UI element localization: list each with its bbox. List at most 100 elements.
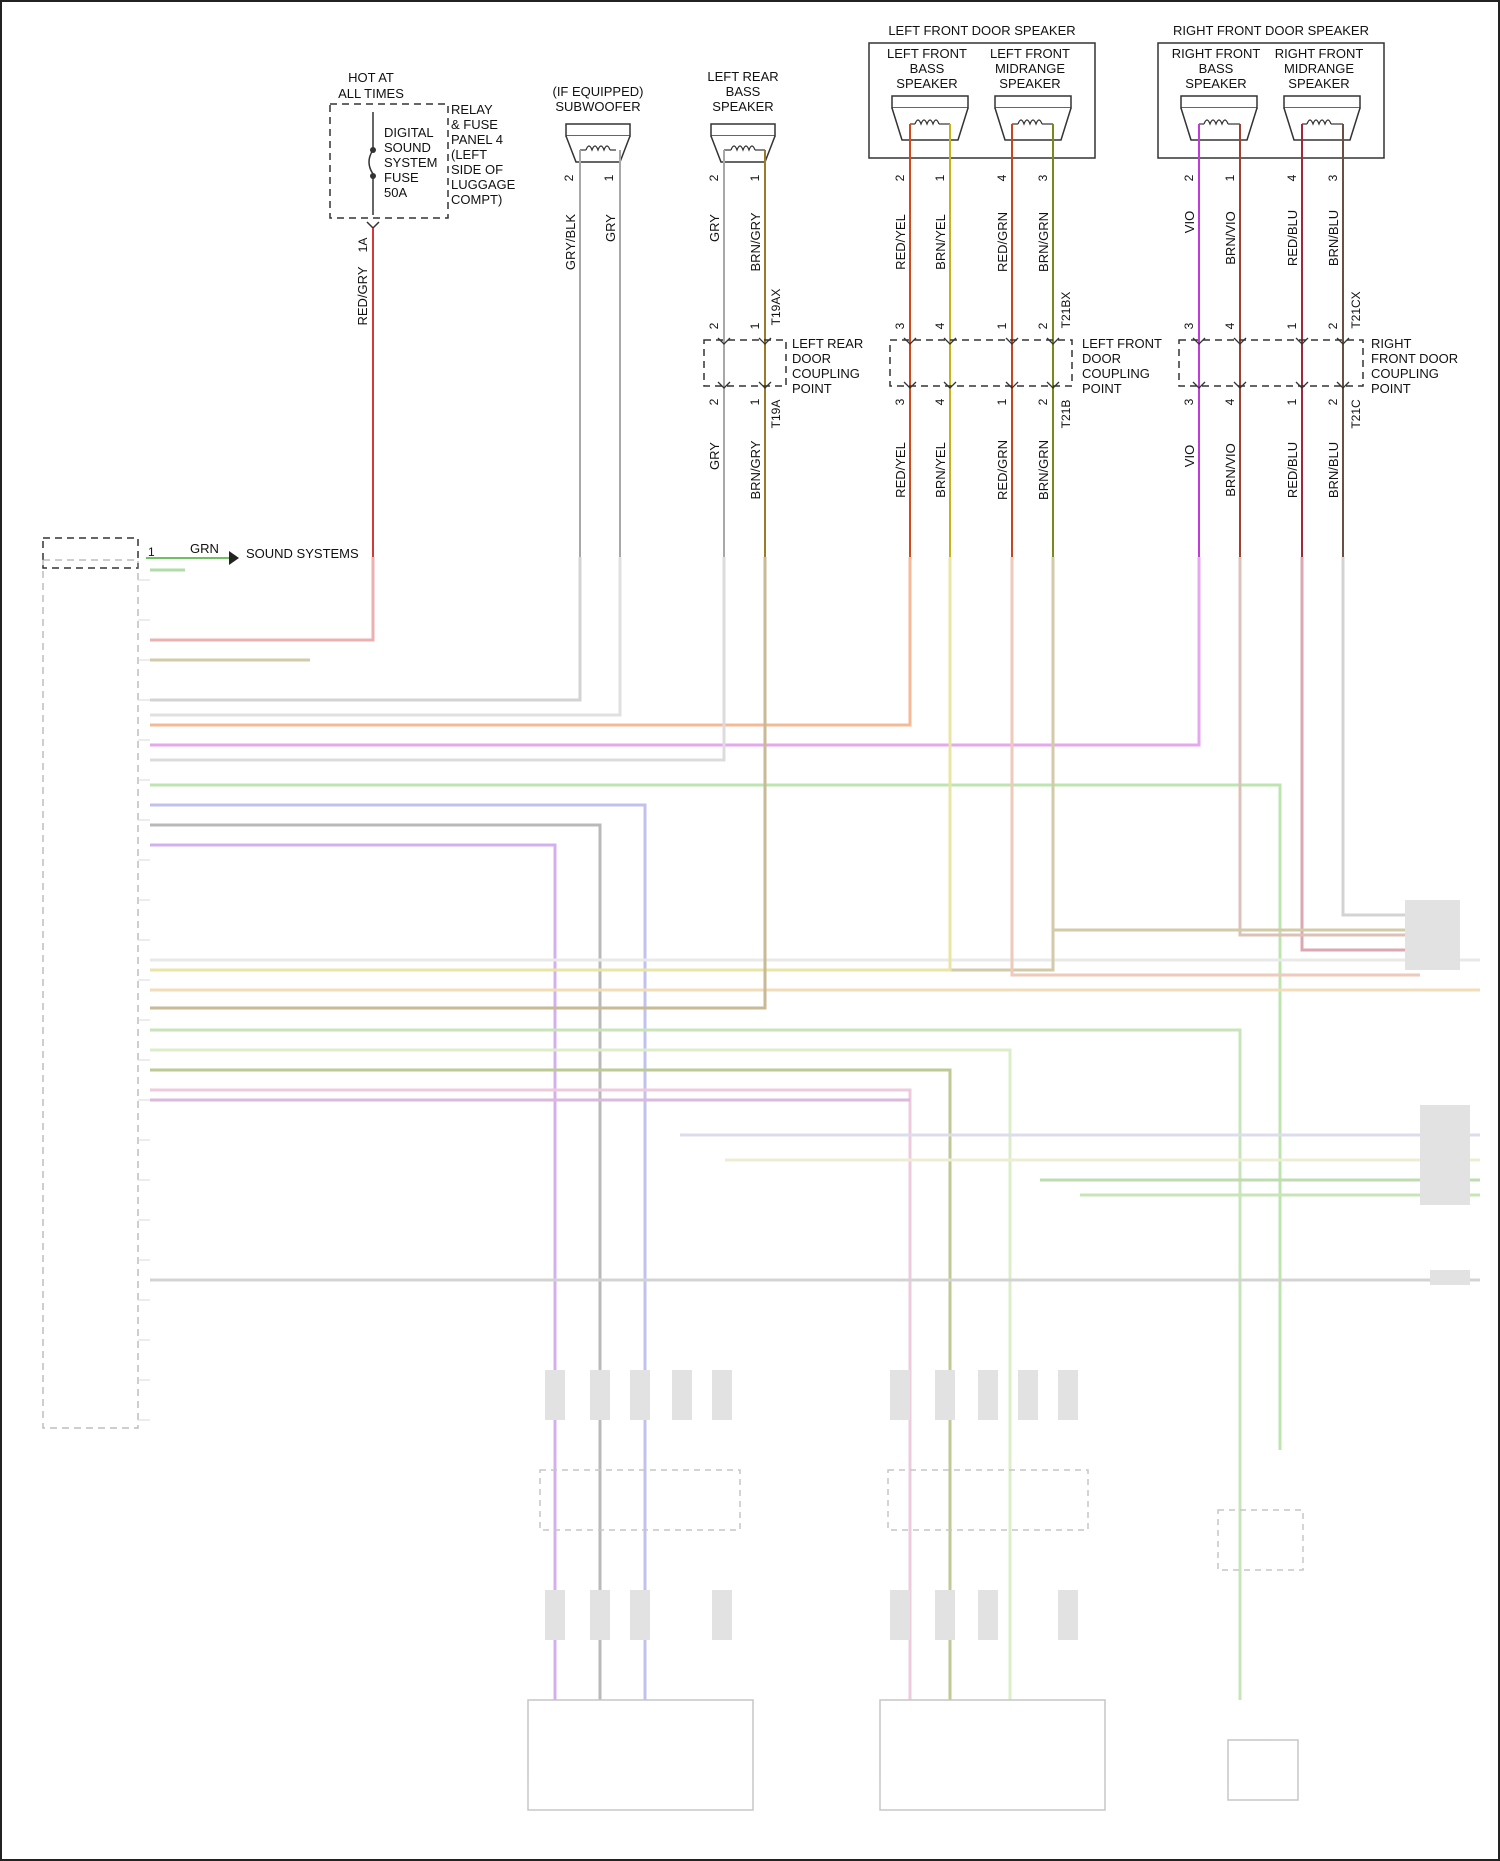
lf-wire-bottom-4: BRN/GRN <box>1036 440 1051 500</box>
speaker-icon <box>892 96 968 140</box>
rf-wire-bottom-4: BRN/BLU <box>1326 442 1341 498</box>
rf-wire-top-2: BRN/VIO <box>1223 211 1238 264</box>
lf-wire-top-4: BRN/GRN <box>1036 212 1051 272</box>
rf-wire-bottom-3: RED/BLU <box>1285 442 1300 498</box>
rf-wire-top-1: VIO <box>1182 211 1197 233</box>
subwoofer-title-2: SUBWOOFER <box>555 99 640 114</box>
rf-bass-3: SPEAKER <box>1185 76 1246 91</box>
hot-label-2: ALL TIMES <box>338 86 404 101</box>
rf-mid-1: RIGHT FRONT <box>1275 46 1364 61</box>
left-rear-pin-2: 2 <box>707 174 721 181</box>
left-rear-coupling-3: COUPLING <box>792 366 860 381</box>
rf-cp-pin-a: 3 <box>1182 322 1196 329</box>
subwoofer-pin-2: 2 <box>562 174 576 181</box>
left-rear-coupling-4: POINT <box>792 381 832 396</box>
rf-cpb-pin-a: 3 <box>1182 398 1196 405</box>
fuse-pin: 1A <box>356 238 370 253</box>
rf-conn-bottom: T21C <box>1349 399 1363 429</box>
fuse-text-3: SYSTEM <box>384 155 437 170</box>
left-rear-coupling-1: LEFT REAR <box>792 336 863 351</box>
lf-wire-bottom-2: BRN/YEL <box>933 442 948 498</box>
lf-cp-pin-d: 2 <box>1036 322 1050 329</box>
lf-bass-2: BASS <box>910 61 945 76</box>
rf-cp-pin-c: 1 <box>1285 322 1299 329</box>
lf-wire-top-1: RED/YEL <box>893 214 908 270</box>
left-rear-title-1: LEFT REAR <box>707 69 778 84</box>
subwoofer-title-1: (IF EQUIPPED) <box>552 84 643 99</box>
panel-text-2: & FUSE <box>451 117 498 132</box>
rf-pin-a: 2 <box>1182 174 1196 181</box>
left-rear-cpb-pin-1: 1 <box>748 398 762 405</box>
subwoofer-wire-2: GRY <box>603 214 618 242</box>
left-rear-title-2: BASS <box>726 84 761 99</box>
subwoofer-pin-1: 1 <box>602 174 616 181</box>
lf-cp-pin-c: 1 <box>995 322 1009 329</box>
rf-cpb-pin-b: 4 <box>1223 398 1237 405</box>
rf-pin-c: 4 <box>1285 174 1299 181</box>
fuse-text-4: FUSE <box>384 170 419 185</box>
panel-text-3: PANEL 4 <box>451 132 503 147</box>
lf-wire-top-2: BRN/YEL <box>933 214 948 270</box>
rf-cp-pin-b: 4 <box>1223 322 1237 329</box>
left-rear-wire-bottom-1: GRY <box>707 442 722 470</box>
fuse-text-5: 50A <box>384 185 407 200</box>
wire-label-red-gry: RED/GRY <box>355 266 370 325</box>
lf-coupling-3: COUPLING <box>1082 366 1150 381</box>
rf-wire-bottom-1: VIO <box>1182 445 1197 467</box>
left-rear-cpb-pin-2: 2 <box>707 398 721 405</box>
panel-text-6: LUGGAGE <box>451 177 516 192</box>
left-rear-conn-top: T19AX <box>769 289 783 326</box>
right-front-title: RIGHT FRONT DOOR SPEAKER <box>1173 23 1369 38</box>
rf-wire-bottom-2: BRN/VIO <box>1223 443 1238 496</box>
rf-wire-top-4: BRN/BLU <box>1326 210 1341 266</box>
left-rear-wire-top-1: GRY <box>707 214 722 242</box>
rf-mid-3: SPEAKER <box>1288 76 1349 91</box>
module-pin1-dest: SOUND SYSTEMS <box>246 546 359 561</box>
module-pin1-wire: GRN <box>190 541 219 556</box>
fuse-text-2: SOUND <box>384 140 431 155</box>
rf-mid-2: MIDRANGE <box>1284 61 1354 76</box>
rf-cp-pin-d: 2 <box>1326 322 1340 329</box>
lf-mid-3: SPEAKER <box>999 76 1060 91</box>
left-rear-cp-pin-1: 1 <box>748 322 762 329</box>
subwoofer-wire-1: GRY/BLK <box>563 214 578 270</box>
lf-pin-b: 1 <box>933 174 947 181</box>
lf-bass-1: LEFT FRONT <box>887 46 967 61</box>
lf-cpb-pin-a: 3 <box>893 398 907 405</box>
speaker-icon <box>995 96 1071 140</box>
rf-pin-d: 3 <box>1326 174 1340 181</box>
left-front-title: LEFT FRONT DOOR SPEAKER <box>888 23 1075 38</box>
lf-conn-top: T21BX <box>1059 292 1073 329</box>
module-pin-1: 1 <box>148 545 155 559</box>
rf-coupling-2: FRONT DOOR <box>1371 351 1458 366</box>
panel-text-5: SIDE OF <box>451 162 503 177</box>
lf-wire-bottom-1: RED/YEL <box>893 442 908 498</box>
lf-cpb-pin-d: 2 <box>1036 398 1050 405</box>
lf-conn-bottom: T21B <box>1059 400 1073 429</box>
left-rear-wire-bottom-2: BRN/GRY <box>748 440 763 499</box>
rf-coupling-3: COUPLING <box>1371 366 1439 381</box>
rf-coupling-4: POINT <box>1371 381 1411 396</box>
lf-cpb-pin-b: 4 <box>933 398 947 405</box>
lf-coupling-2: DOOR <box>1082 351 1121 366</box>
lf-wire-top-3: RED/GRN <box>995 212 1010 272</box>
lf-bass-3: SPEAKER <box>896 76 957 91</box>
lf-pin-c: 4 <box>995 174 1009 181</box>
lf-pin-d: 3 <box>1036 174 1050 181</box>
panel-text-7: COMPT) <box>451 192 502 207</box>
rf-bass-2: BASS <box>1199 61 1234 76</box>
hot-label-1: HOT AT <box>348 70 394 85</box>
lf-coupling-4: POINT <box>1082 381 1122 396</box>
lf-cp-pin-a: 3 <box>893 322 907 329</box>
left-rear-cp-pin-2: 2 <box>707 322 721 329</box>
lf-coupling-1: LEFT FRONT <box>1082 336 1162 351</box>
speaker-icon <box>1181 96 1257 140</box>
speaker-icon <box>1284 96 1360 140</box>
left-rear-pin-1: 1 <box>748 174 762 181</box>
lf-wire-bottom-3: RED/GRN <box>995 440 1010 500</box>
left-rear-title-3: SPEAKER <box>712 99 773 114</box>
rf-cpb-pin-d: 2 <box>1326 398 1340 405</box>
fuse-text-1: DIGITAL <box>384 125 434 140</box>
left-rear-coupling-2: DOOR <box>792 351 831 366</box>
